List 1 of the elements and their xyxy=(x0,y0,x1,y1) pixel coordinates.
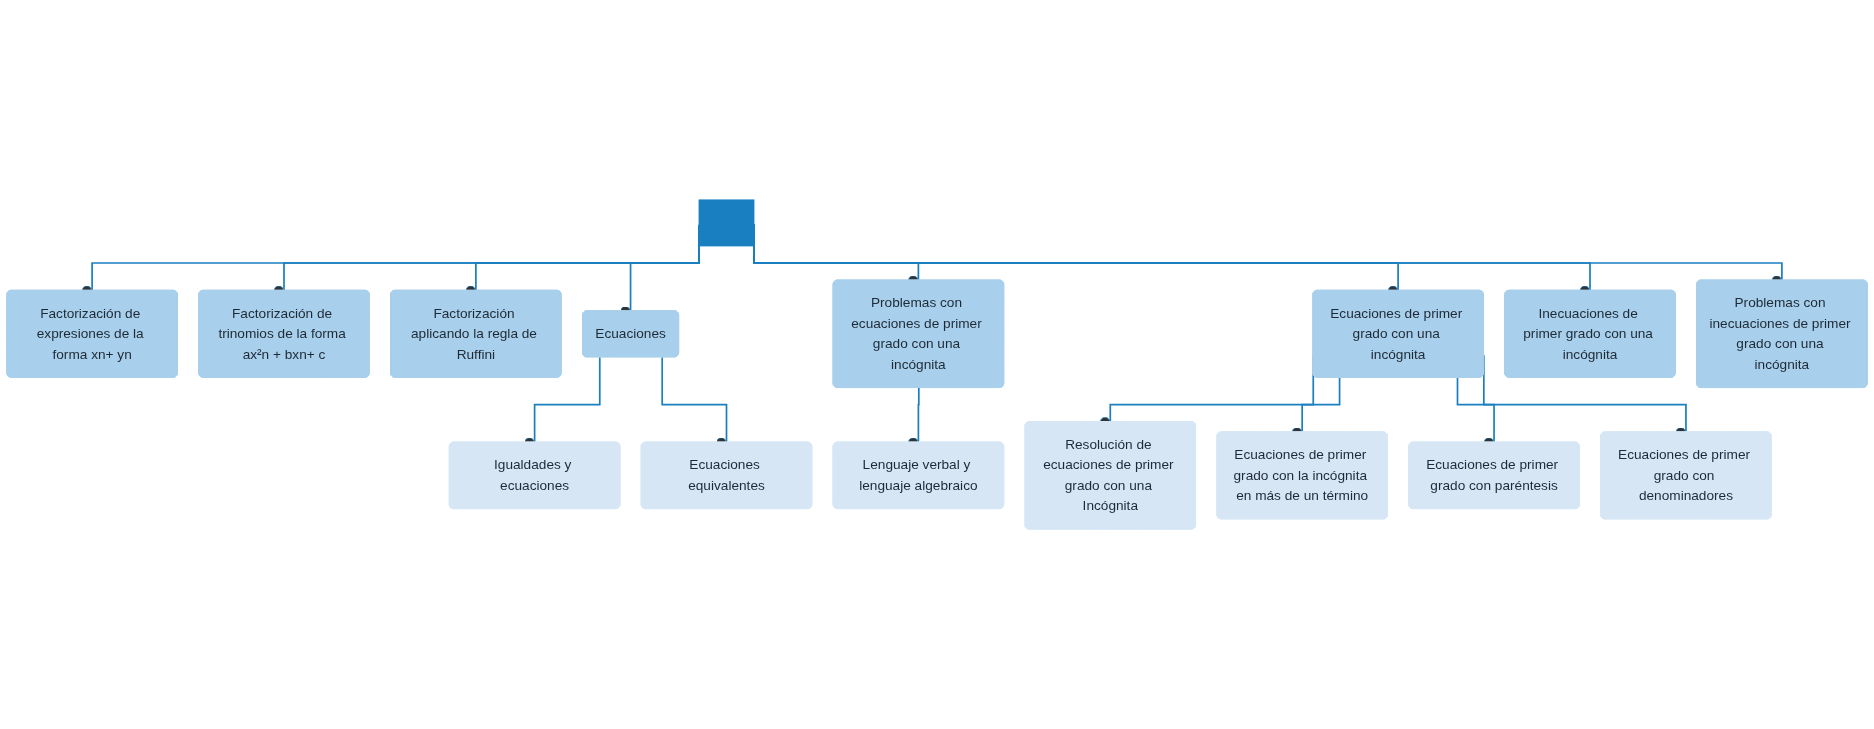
node-bar xyxy=(698,199,755,247)
